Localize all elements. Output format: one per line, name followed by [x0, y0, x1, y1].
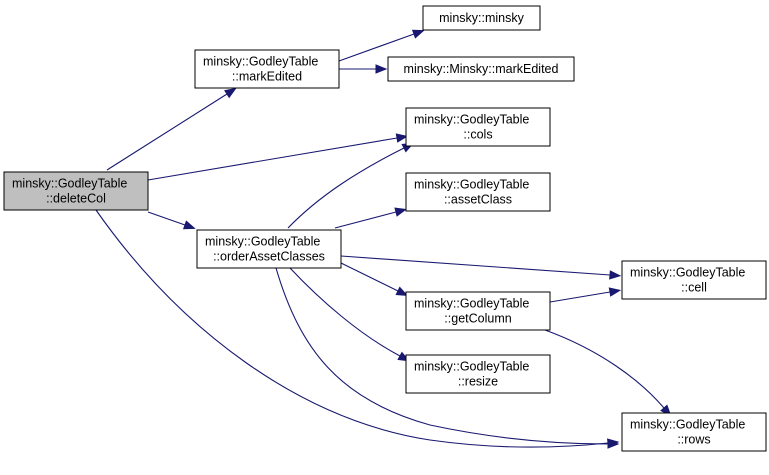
- node-rows[interactable]: minsky::GodleyTable::rows: [621, 412, 767, 452]
- node-cell-label-0: minsky::GodleyTable: [630, 266, 745, 280]
- node-orderAssetClasses-label-1: ::orderAssetClasses: [213, 250, 325, 264]
- arrowhead-deleteCol-to-markEdited: [224, 87, 237, 99]
- edges-layer: [95, 29, 672, 449]
- node-resize[interactable]: minsky::GodleyTable::resize: [405, 354, 551, 394]
- node-cols-label-1: ::cols: [463, 128, 492, 142]
- node-rows-box: [621, 412, 767, 452]
- node-rows-label-0: minsky::GodleyTable: [630, 418, 745, 432]
- arrowhead-deleteCol-to-orderAssetClasses: [182, 220, 196, 230]
- arrowhead-orderAssetClasses-to-rows: [607, 439, 620, 449]
- node-deleteCol-box: [3, 171, 149, 211]
- edge-orderAssetClasses-to-resize: [289, 267, 401, 357]
- edge-getColumn-to-rows: [544, 329, 665, 409]
- node-getColumn-box: [405, 291, 551, 331]
- node-minsky[interactable]: minsky::minsky: [422, 5, 541, 31]
- arrowhead-getColumn-to-cell: [608, 287, 622, 297]
- node-resize-box: [405, 354, 551, 394]
- node-minskyMarkEdited[interactable]: minsky::Minsky::markEdited: [387, 56, 575, 82]
- arrowhead-orderAssetClasses-to-getColumn: [395, 286, 409, 297]
- node-markEdited-label-1: ::markEdited: [232, 70, 302, 84]
- node-markEdited-box: [194, 49, 340, 89]
- node-assetClass-label-0: minsky::GodleyTable: [414, 178, 529, 192]
- edge-markEdited-to-minsky: [338, 33, 415, 62]
- node-minsky-box: [422, 5, 541, 31]
- arrowhead-orderAssetClasses-to-assetClass: [394, 207, 407, 217]
- edge-deleteCol-to-cols: [147, 137, 398, 181]
- node-deleteCol-label-1: ::deleteCol: [46, 192, 106, 206]
- arrowhead-orderAssetClasses-to-cell: [609, 270, 622, 280]
- arrowhead-deleteCol-to-cols: [395, 133, 409, 143]
- node-minskyMarkEdited-box: [387, 56, 575, 82]
- node-assetClass-label-1: ::assetClass: [444, 193, 512, 207]
- node-cell-label-1: ::cell: [681, 281, 707, 295]
- node-resize-label-1: ::resize: [458, 375, 498, 389]
- node-deleteCol-label-0: minsky::GodleyTable: [12, 177, 127, 191]
- edge-getColumn-to-cell: [549, 291, 611, 303]
- edge-deleteCol-to-markEdited: [106, 93, 228, 171]
- node-cols[interactable]: minsky::GodleyTable::cols: [405, 107, 551, 147]
- node-cols-box: [405, 107, 551, 147]
- node-getColumn-label-0: minsky::GodleyTable: [414, 297, 529, 311]
- node-resize-label-0: minsky::GodleyTable: [414, 360, 529, 374]
- edge-orderAssetClasses-to-assetClass: [334, 211, 397, 229]
- node-deleteCol[interactable]: minsky::GodleyTable::deleteCol: [3, 171, 149, 211]
- edge-orderAssetClasses-to-cols: [287, 147, 405, 229]
- arrowhead-markEdited-to-minsky: [411, 29, 425, 39]
- node-minskyMarkEdited-label-0: minsky::Minsky::markEdited: [404, 62, 559, 76]
- node-orderAssetClasses-box: [196, 229, 342, 269]
- node-rows-label-1: ::rows: [677, 433, 710, 447]
- node-cell[interactable]: minsky::GodleyTable::cell: [621, 260, 767, 300]
- node-cols-label-0: minsky::GodleyTable: [414, 113, 529, 127]
- node-markEdited-label-0: minsky::GodleyTable: [203, 55, 318, 69]
- node-markEdited[interactable]: minsky::GodleyTable::markEdited: [194, 49, 340, 89]
- edge-orderAssetClasses-to-rows: [275, 267, 609, 445]
- node-getColumn-label-1: ::getColumn: [444, 312, 511, 326]
- edge-orderAssetClasses-to-cell: [340, 255, 611, 276]
- node-assetClass-box: [405, 172, 551, 212]
- edge-orderAssetClasses-to-getColumn: [340, 262, 399, 292]
- nodes-layer: minsky::GodleyTable::deleteColminsky::Go…: [3, 5, 767, 452]
- node-orderAssetClasses-label-0: minsky::GodleyTable: [205, 235, 320, 249]
- node-cell-box: [621, 260, 767, 300]
- edge-deleteCol-to-rows: [95, 209, 609, 448]
- node-getColumn[interactable]: minsky::GodleyTable::getColumn: [405, 291, 551, 331]
- node-orderAssetClasses[interactable]: minsky::GodleyTable::orderAssetClasses: [196, 229, 342, 269]
- edge-deleteCol-to-orderAssetClasses: [147, 211, 186, 226]
- node-minsky-label-0: minsky::minsky: [439, 11, 524, 25]
- arrowhead-markEdited-to-minskyMarkEdited: [375, 64, 388, 74]
- node-assetClass[interactable]: minsky::GodleyTable::assetClass: [405, 172, 551, 212]
